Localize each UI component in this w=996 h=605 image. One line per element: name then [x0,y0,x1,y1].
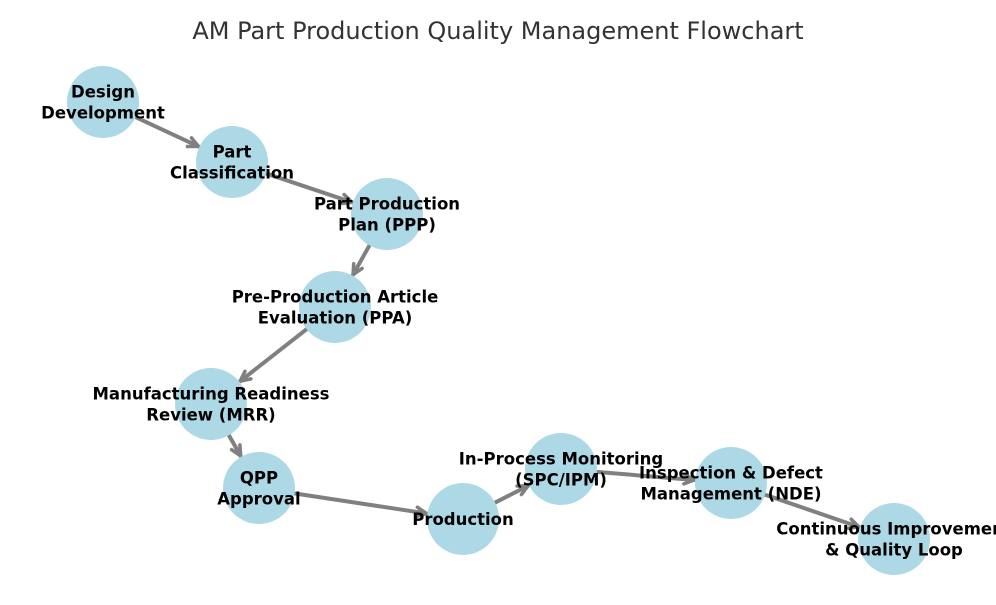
node-label-ppp: Part Production [314,195,460,214]
edge-classification-to-ppp [262,170,354,206]
node-label-monitoring: (SPC/IPM) [515,471,607,490]
node-label-monitoring: In-Process Monitoring [459,450,663,469]
node-qpp [223,452,295,524]
edge-line [491,483,531,506]
node-label-inspection: Management (NDE) [640,485,821,504]
node-label-mrr: Manufacturing Readiness [93,385,330,404]
node-label-ppa: Pre-Production Article [232,288,439,307]
edges-layer [131,114,862,531]
diagram-title: AM Part Production Quality Management Fl… [192,17,803,45]
labels-layer: DesignDevelopmentPartClassificationPart … [41,83,996,560]
node-label-production: Production [412,510,514,529]
edge-line [351,241,373,277]
node-production [427,483,499,555]
arrowhead-icon [846,517,861,531]
arrowhead-icon [238,369,253,383]
node-label-ppp: Plan (PPP) [338,216,436,235]
node-label-improvement: Continuous Improvement [776,520,996,539]
edge-line [131,114,201,149]
node-ppp [351,178,423,250]
arrowhead-icon [229,443,243,458]
arrowhead-icon [339,192,354,206]
node-label-classification: Part [213,143,252,162]
node-ppa [299,271,371,343]
node-classification [196,126,268,198]
edge-line [290,491,429,516]
edge-line [225,431,243,458]
edge-production-to-monitoring [491,483,531,506]
node-mrr [175,368,247,440]
nodes-layer [67,66,930,575]
edge-mrr-to-qpp [225,431,243,458]
node-monitoring [525,433,597,505]
node-label-improvement: & Quality Loop [825,541,963,560]
edge-line [761,492,862,529]
arrowhead-icon [515,484,530,497]
node-label-inspection: Inspection & Defect [639,464,823,483]
arrowhead-icon [351,261,364,277]
edge-line [262,170,354,205]
node-label-classification: Classification [170,164,294,183]
node-label-qpp: QPP [240,469,278,488]
edge-inspection-to-improvement [761,492,862,531]
edge-line [238,325,311,384]
arrowhead-icon [185,136,201,149]
node-label-design: Development [41,104,165,123]
arrowhead-icon [682,472,696,486]
node-label-ppa: Evaluation (PPA) [258,309,413,328]
node-label-design: Design [71,83,135,102]
node-inspection [695,447,767,519]
edge-qpp-to-production [290,491,429,519]
node-improvement [858,503,930,575]
edge-design-to-classification [131,114,201,149]
edge-line [592,469,697,482]
edge-ppa-to-mrr [238,325,311,384]
node-label-mrr: Review (MRR) [146,406,275,425]
arrowhead-icon [414,505,429,519]
edge-ppp-to-ppa [351,241,373,277]
node-label-qpp: Approval [217,490,300,509]
edge-monitoring-to-inspection [592,469,697,486]
node-design [67,66,139,138]
